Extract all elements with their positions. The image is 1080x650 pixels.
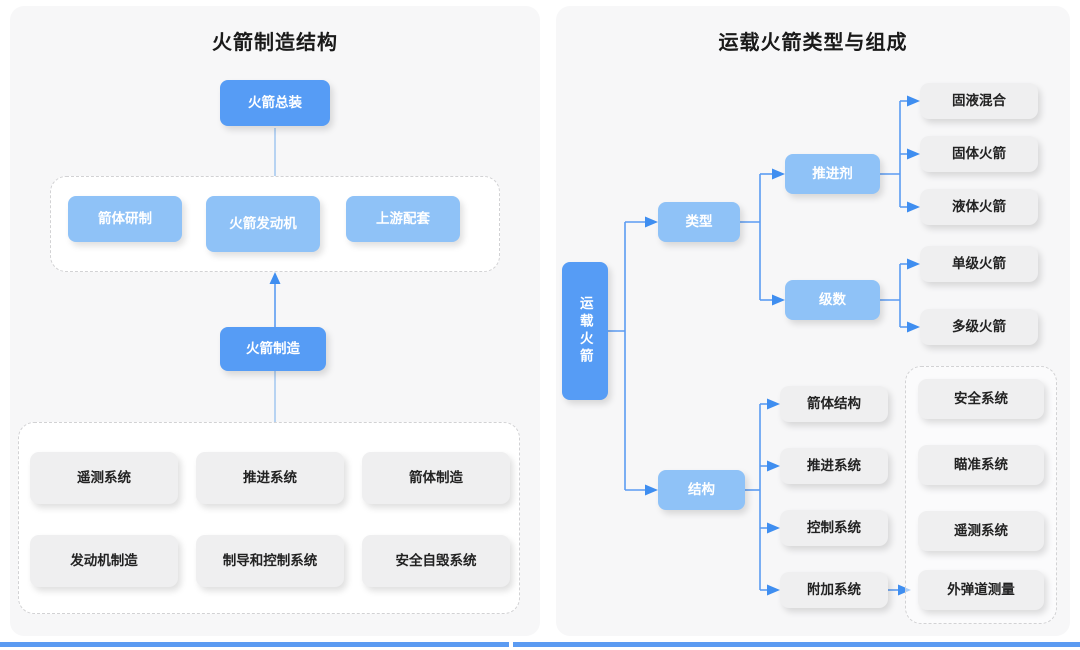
node-propulsion-system[interactable]: 推进系统 xyxy=(196,452,344,504)
node-solid-rocket[interactable]: 固体火箭 xyxy=(920,136,1038,172)
node-rocket-assembly[interactable]: 火箭总装 xyxy=(220,80,330,126)
node-upstream-supply[interactable]: 上游配套 xyxy=(346,196,460,242)
node-branch-structure[interactable]: 结构 xyxy=(658,470,745,510)
node-additional-system[interactable]: 附加系统 xyxy=(780,572,888,608)
bottom-accent-bar xyxy=(0,642,1080,647)
node-rocket-manufacturing[interactable]: 火箭制造 xyxy=(220,327,326,371)
node-propulsion-system-right[interactable]: 推进系统 xyxy=(780,448,888,484)
node-safety-self-destruct-system[interactable]: 安全自毁系统 xyxy=(362,535,510,587)
node-engine-manufacturing[interactable]: 发动机制造 xyxy=(30,535,178,587)
node-external-trajectory-measurement[interactable]: 外弹道测量 xyxy=(918,570,1044,610)
node-airframe-structure[interactable]: 箭体结构 xyxy=(780,386,888,422)
node-liquid-rocket[interactable]: 液体火箭 xyxy=(920,189,1038,225)
bottom-accent-bar-gap xyxy=(509,642,513,647)
node-control-system[interactable]: 控制系统 xyxy=(780,510,888,546)
node-single-stage-rocket[interactable]: 单级火箭 xyxy=(920,246,1038,282)
node-airframe-rd[interactable]: 箭体研制 xyxy=(68,196,182,242)
node-launch-vehicle-root[interactable]: 运载火箭 xyxy=(562,262,608,400)
node-airframe-manufacturing[interactable]: 箭体制造 xyxy=(362,452,510,504)
right-panel-title: 运载火箭类型与组成 xyxy=(718,32,908,54)
left-panel-title: 火箭制造结构 xyxy=(212,32,338,54)
node-propellant[interactable]: 推进剂 xyxy=(785,154,880,194)
node-hybrid-rocket[interactable]: 固液混合 xyxy=(920,83,1038,119)
node-safety-system[interactable]: 安全系统 xyxy=(918,379,1044,419)
node-guidance-control-system[interactable]: 制导和控制系统 xyxy=(196,535,344,587)
node-branch-type[interactable]: 类型 xyxy=(658,202,740,242)
node-multi-stage-rocket[interactable]: 多级火箭 xyxy=(920,309,1038,345)
node-stage-count[interactable]: 级数 xyxy=(785,280,880,320)
node-aiming-system[interactable]: 瞄准系统 xyxy=(918,445,1044,485)
node-telemetry-system[interactable]: 遥测系统 xyxy=(30,452,178,504)
node-telemetry-system-right[interactable]: 遥测系统 xyxy=(918,511,1044,551)
node-rocket-engine[interactable]: 火箭发动机 xyxy=(206,196,320,252)
